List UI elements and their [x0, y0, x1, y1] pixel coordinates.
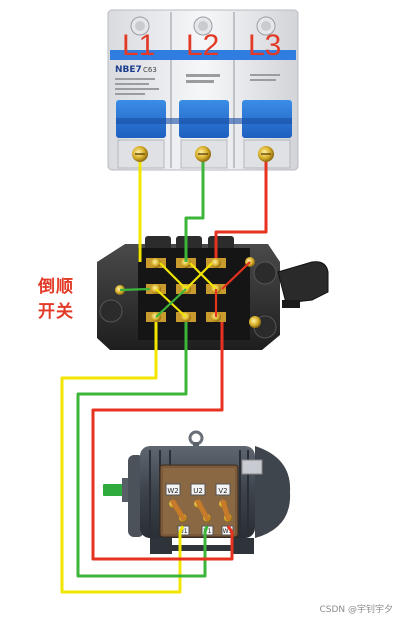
- wire-yellow-to-u1: [60, 322, 185, 594]
- wire-l2-green: [184, 162, 205, 262]
- terminal-v2: V2: [218, 487, 227, 495]
- wire-red-to-w1: [91, 322, 234, 561]
- terminal-w1: W1: [223, 528, 233, 535]
- wire-l3-red: [214, 162, 268, 258]
- phase-label-l1: L1: [122, 29, 155, 62]
- wire-green-to-v1: [76, 322, 209, 578]
- terminal-w2: W2: [167, 487, 178, 495]
- breaker-bottom-terminals: [117, 139, 291, 169]
- reversing-switch: [97, 236, 329, 350]
- terminal-u2: U2: [193, 487, 203, 495]
- breaker-top-screws: [130, 16, 276, 36]
- circuit-breaker: NBE7 C63 L1 L2: [107, 9, 299, 171]
- phase-label-l2: L2: [186, 29, 219, 62]
- watermark: CSDN @宇钊宇夕: [319, 605, 393, 615]
- terminal-u1: U1: [179, 528, 187, 535]
- breaker-model: NBE7: [115, 65, 142, 75]
- switch-label-line1: 倒顺: [38, 277, 74, 297]
- phase-label-l3: L3: [248, 29, 281, 62]
- wires: [60, 162, 268, 594]
- switch-contacts: [115, 257, 261, 328]
- terminal-v1: V1: [204, 528, 212, 535]
- switch-label-line2: 开关: [38, 302, 74, 322]
- motor: W2 U2 V2 U1 V1 W1: [103, 430, 291, 554]
- breaker-toggles: [116, 100, 292, 138]
- motor-terminal-block: W2 U2 V2 U1 V1 W1: [165, 483, 234, 536]
- breaker-rating: C63: [143, 66, 157, 74]
